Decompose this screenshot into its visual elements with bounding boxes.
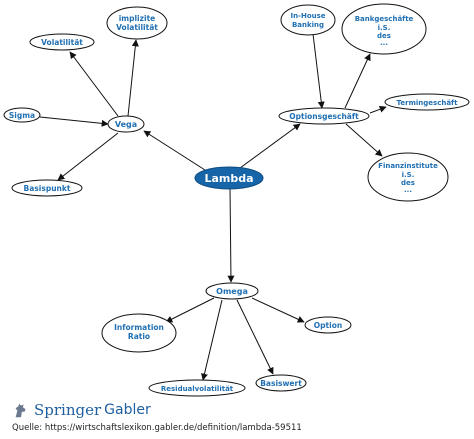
logo-word-gabler: Gabler (104, 402, 151, 418)
node-implizite-label-2: Volatilität (116, 23, 158, 32)
edge-lambda-omega (227, 187, 235, 283)
node-implizite-label-1: implizite (119, 14, 156, 23)
node-optionsgeschaeft-label: Optionsgeschäft (289, 112, 359, 121)
node-information-ratio: Information Ratio (101, 313, 177, 353)
node-vega: Vega (107, 115, 145, 133)
source-link[interactable]: Quelle: https://wirtschaftslexikon.gable… (12, 423, 302, 433)
edge-optionsgeschaeft-termin (369, 105, 387, 114)
node-inhouse-label-1: In-House (290, 12, 325, 20)
edge-inhouse-optionsgeschaeft (312, 33, 325, 109)
node-bankgeschaefte: Bankgeschäfte i.S. des ... (341, 3, 427, 55)
node-bank-label-2: i.S. (378, 24, 391, 32)
springer-horse-icon (15, 403, 26, 418)
edge-optionsgeschaeft-bank (344, 53, 371, 109)
node-vega-label: Vega (115, 120, 137, 129)
node-fin-label-3: des (401, 179, 415, 187)
node-inhouse-label-2: Banking (292, 21, 324, 29)
edge-sigma-vega (39, 116, 109, 127)
mind-map: Lambda Vega Volatilität implizite Volati… (3, 3, 470, 397)
node-sigma: Sigma (3, 107, 41, 123)
logo-word-springer: Springer (34, 401, 102, 419)
edge-omega-residual (201, 299, 223, 381)
node-finanzinstitute: Finanzinstitute i.S. des ... (367, 152, 449, 202)
node-implizite: implizite Volatilität (106, 6, 168, 40)
footer: Springer Gabler Quelle: https://wirtscha… (12, 400, 472, 433)
node-omega-label: Omega (216, 287, 248, 296)
node-bank-label-3: des (377, 32, 391, 40)
node-basiswert: Basiswert (255, 374, 307, 392)
edge-vega-basispunkt (57, 132, 119, 181)
node-fin-label-4: ... (404, 186, 412, 194)
edge-vega-volatilitaet (69, 51, 119, 117)
node-residualvolatilitaet: Residualvolatilität (148, 379, 246, 397)
node-lambda-label: Lambda (204, 172, 253, 185)
node-residual-label: Residualvolatilität (161, 385, 234, 393)
edge-vega-implizite (127, 39, 139, 117)
node-info-label-2: Ratio (128, 332, 150, 341)
node-volatilitaet: Volatilität (29, 33, 95, 51)
edge-lambda-vega (143, 130, 206, 171)
publisher-logo: Springer Gabler (12, 400, 472, 420)
edge-lambda-optionsgeschaeft (239, 123, 301, 169)
edge-omega-basiswert (236, 299, 274, 375)
node-fin-label-1: Finanzinstitute (378, 162, 438, 170)
node-volatilitaet-label: Volatilität (41, 38, 83, 47)
node-optionsgeschaeft: Optionsgeschäft (278, 107, 370, 125)
node-inhouse: In-House Banking (280, 4, 336, 36)
node-lambda: Lambda (194, 166, 264, 190)
edge-optionsgeschaeft-finanz (345, 123, 383, 157)
node-sigma-label: Sigma (9, 111, 35, 120)
node-basispunkt-label: Basispunkt (24, 184, 71, 193)
node-fin-label-2: i.S. (402, 171, 415, 179)
node-omega: Omega (205, 282, 259, 300)
node-basiswert-label: Basiswert (260, 379, 302, 388)
node-basispunkt: Basispunkt (11, 179, 83, 197)
node-bank-label-4: ... (380, 39, 388, 47)
node-option: Option (304, 316, 352, 334)
node-termin-label: Termingeschäft (397, 99, 459, 107)
node-termingeschaeft: Termingeschäft (384, 93, 470, 111)
node-info-label-1: Information (114, 323, 164, 332)
edge-omega-option (251, 297, 305, 323)
node-option-label: Option (314, 321, 342, 330)
node-bank-label-1: Bankgeschäfte (355, 15, 414, 23)
edge-omega-info (165, 297, 215, 323)
